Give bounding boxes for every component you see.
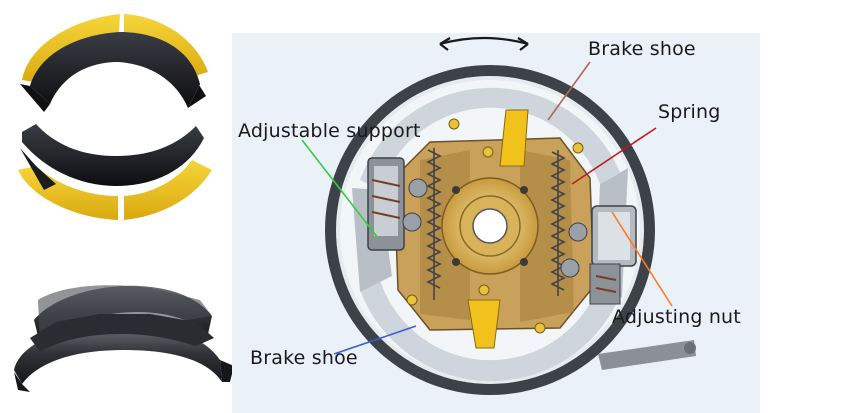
rotation-arrow-icon — [439, 36, 529, 51]
label-adjustable-support: Adjustable support — [238, 120, 421, 142]
label-brake-shoe-top: Brake shoe — [588, 38, 696, 60]
brake-shoe-photo-top — [20, 14, 208, 112]
anchor-wedge-top — [499, 109, 529, 167]
wheel-hub — [441, 177, 539, 275]
return-springs — [426, 148, 566, 300]
adjusting-nut-part — [560, 205, 637, 305]
adjustable-support-part — [367, 157, 428, 251]
label-adjusting-nut: Adjusting nut — [612, 306, 741, 328]
label-brake-shoe-bottom: Brake shoe — [250, 347, 358, 369]
brake-shoe-photo-middle — [18, 124, 212, 220]
label-spring: Spring — [658, 101, 721, 123]
anchor-wedge-bottom — [467, 299, 501, 349]
label-leader-lines — [301, 61, 673, 355]
spring-pins — [406, 118, 584, 334]
adjuster-lever — [598, 340, 696, 370]
brake-shoe-photo-bottom — [14, 285, 234, 392]
